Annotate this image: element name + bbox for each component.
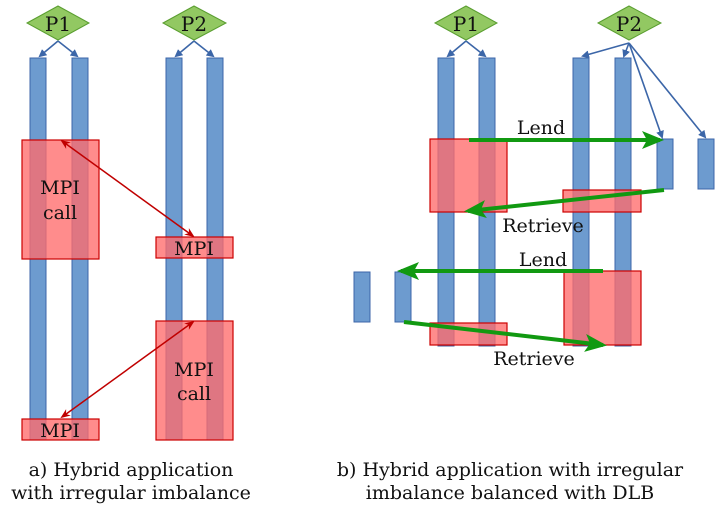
caption-line: b) Hybrid application with irregular (336, 459, 684, 481)
mpi-call-block-bottom-right: MPI call (155, 320, 234, 441)
mpi-call-block-top-left: MPI call (21, 139, 100, 260)
mpi-label: MPI (40, 420, 80, 442)
panel-b: P1 P2 (353, 5, 715, 370)
spawn-arrow (628, 42, 664, 139)
mpi-block-p2-bottom (563, 270, 642, 346)
process-p1-label: P1 (45, 12, 71, 36)
spawn-arrow (174, 40, 195, 58)
process-p2-node: P2 (596, 5, 663, 41)
caption-line: a) Hybrid application (28, 459, 234, 481)
process-p2-node: P2 (161, 5, 228, 41)
mpi-call-label-line1: MPI (174, 359, 214, 381)
mpi-call-label-line2: call (43, 202, 77, 224)
process-p2-label: P2 (181, 12, 207, 36)
caption-panel-a: a) Hybrid application with irregular imb… (0, 459, 262, 505)
lend-label-bottom: Lend (519, 249, 567, 271)
mpi-call-label-line2: call (177, 383, 211, 405)
mpi-block-bottom-left: MPI (21, 418, 100, 442)
caption-line: with irregular imbalance (11, 482, 251, 504)
mpi-blocks (429, 138, 642, 346)
retrieve-label-top: Retrieve (502, 215, 584, 237)
spawn-arrow (628, 42, 707, 139)
lent-thread-bar-p1-2 (394, 271, 412, 323)
spawn-arrow (193, 40, 215, 58)
process-p1-label: P1 (453, 12, 479, 36)
spawn-arrow (446, 40, 467, 58)
spawn-arrow (38, 40, 59, 58)
mpi-communication-arrow-top (60, 139, 195, 238)
process-p1-node: P1 (25, 5, 91, 41)
lend-label-top: Lend (517, 117, 565, 139)
mpi-label: MPI (174, 238, 214, 260)
caption-panel-b: b) Hybrid application with irregular imb… (300, 459, 720, 505)
mpi-communication-arrow-bottom (60, 320, 195, 419)
process-p1-node: P1 (433, 5, 499, 41)
dlb-arrows (397, 131, 665, 352)
process-p2-label: P2 (616, 12, 642, 36)
mpi-block-p1-top (429, 138, 508, 213)
spawn-arrow (465, 40, 487, 58)
lent-thread-bar-p2-2 (697, 138, 715, 190)
caption-line: imbalance balanced with DLB (365, 482, 655, 504)
spawn-arrow (57, 40, 79, 58)
thread-spawn-arrows (446, 40, 707, 139)
mpi-block-top-right: MPI (155, 236, 234, 260)
lent-thread-bar-p1-1 (353, 271, 371, 323)
retrieve-label-bottom: Retrieve (493, 348, 575, 370)
mpi-call-label-line1: MPI (40, 177, 80, 199)
spawn-arrow (622, 42, 630, 58)
lent-thread-bar-p2-1 (656, 138, 674, 190)
panel-a: P1 P2 MPI call MPI (21, 5, 234, 442)
spawn-arrow (581, 42, 630, 59)
thread-spawn-arrows (38, 40, 215, 58)
retrieve-arrow-bottom (403, 320, 607, 352)
retrieve-arrow-top (464, 188, 665, 219)
